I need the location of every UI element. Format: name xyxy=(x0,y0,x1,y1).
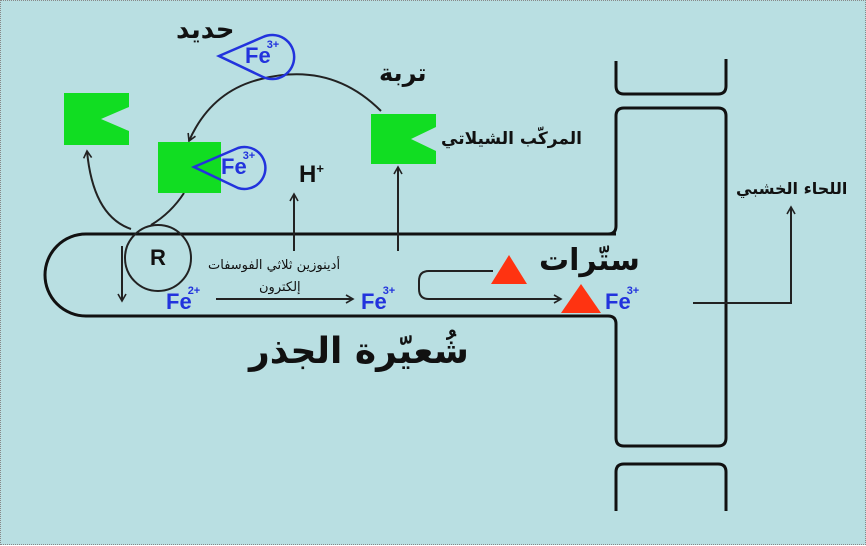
chelate-shape-soil xyxy=(371,114,436,164)
receptor-label: R xyxy=(150,245,166,270)
iron-teardrop-bound xyxy=(190,145,267,191)
label-chelate: المركّب الشيلاتي xyxy=(441,129,582,149)
arrow-citrate-loop xyxy=(418,270,563,304)
arrow-receptor-to-chelate xyxy=(82,149,132,230)
label-soil: تربة xyxy=(379,59,427,87)
fe3-reduced-site: Fe3+ xyxy=(361,285,396,314)
xylem-cell-bottom xyxy=(614,462,728,511)
label-h-plus: H+ xyxy=(299,161,324,188)
arrow-soil-to-root xyxy=(187,73,382,143)
citrate-triangle-1 xyxy=(491,255,527,284)
arrow-to-xylem xyxy=(693,205,796,304)
label-root-hair: شُعيّرة الجذر xyxy=(249,331,469,372)
label-atp: أدينوزين ثلاثي الفوسفات xyxy=(208,258,341,273)
iron-teardrop-top xyxy=(215,33,296,81)
label-electron: إلكترون xyxy=(259,280,301,295)
label-citrates: ستّرات xyxy=(539,243,640,278)
fe3-bound: Fe3+ xyxy=(221,150,256,179)
receptor-circle xyxy=(124,224,192,292)
root-hair-outline xyxy=(43,106,728,448)
label-iron: حديد xyxy=(176,15,235,45)
fe2-ion: Fe2+ xyxy=(166,285,201,314)
label-phloem-xylem: اللحاء الخشبي xyxy=(736,179,848,198)
xylem-cell-top xyxy=(614,59,728,96)
line-chelate-to-receptor xyxy=(150,192,185,226)
citrate-triangle-2 xyxy=(561,284,601,313)
fe3-top: Fe3+ xyxy=(245,39,280,68)
fe3-xylem: Fe3+ xyxy=(605,285,640,314)
chelate-shape-bound xyxy=(158,142,221,193)
chelate-shape-free xyxy=(64,93,129,145)
